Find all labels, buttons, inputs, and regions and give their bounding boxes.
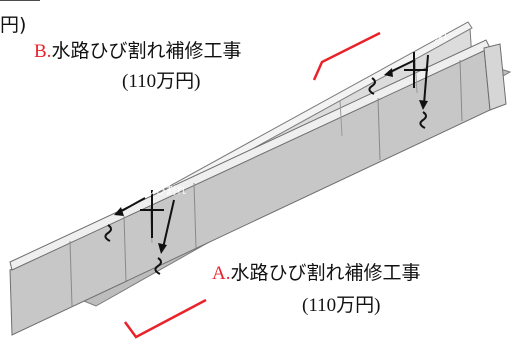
label-a-mark: A. — [212, 263, 231, 284]
label-a-name: 水路ひび割れ補修工事 — [230, 262, 421, 284]
crack-label-top: ひび割れ — [408, 32, 448, 43]
label-b-name: 水路ひび割れ補修工事 — [51, 40, 242, 62]
label-b: B.水路ひび割れ補修工事 — [34, 36, 241, 63]
label-b-mark: B. — [34, 41, 52, 62]
crack-arrow-icon — [368, 52, 429, 129]
bracket-icon — [312, 31, 381, 81]
front-wall-face — [9, 47, 491, 336]
crack-label-mid: ひび割れ — [146, 186, 186, 197]
bracket-icon — [123, 298, 207, 339]
crack-squiggle-icon — [368, 77, 376, 95]
crack-arrow-icon — [104, 190, 175, 275]
label-a: A.水路ひび割れ補修工事 — [212, 258, 421, 285]
front-wall-top — [9, 39, 491, 271]
label-b-cost: (110万円) — [122, 71, 201, 92]
label-a-cost: (110万円) — [302, 295, 381, 316]
wall-joints — [69, 59, 463, 307]
corner-text: 円) — [0, 14, 27, 36]
crack-squiggle-icon — [104, 224, 112, 242]
channel-end-right — [483, 43, 507, 111]
